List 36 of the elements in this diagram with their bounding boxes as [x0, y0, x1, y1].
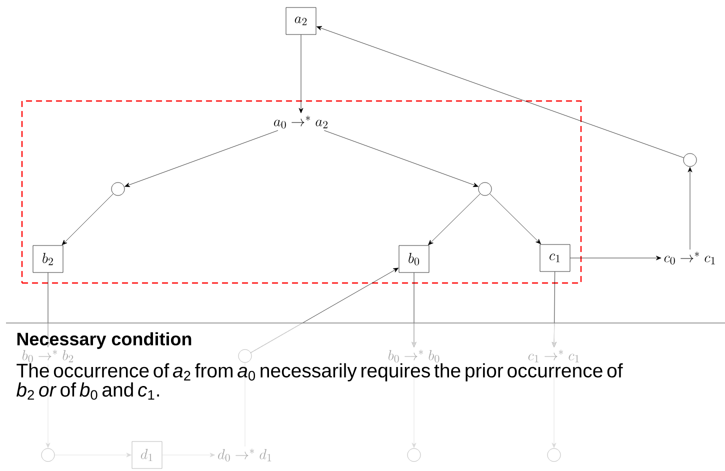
arrow: [428, 194, 480, 246]
arrow: [316, 26, 684, 158]
paragraph: The occurrence of a$_{2}$ from a$_{0}$ necessarily requires the prior occurrence of b$_{2}$ or of b$_{0}$ and c$_{1}$.: [16, 363, 623, 400]
arrow: [412, 364, 416, 448]
variable-box: $c_1$: [540, 244, 570, 272]
junction-circle: [478, 182, 492, 196]
variable-box: $d_1$: [132, 441, 162, 469]
arrow: [54, 452, 132, 458]
formula-label: $a_0 \to^{*} a_2$: [274, 116, 328, 128]
formula-label: $c_1 \to^{*} c_1$: [528, 350, 579, 362]
arrow: [298, 34, 304, 114]
arrow: [324, 130, 478, 187]
junction-circle: [683, 153, 697, 167]
arrow: [490, 194, 541, 244]
variable-box: $a_2$: [286, 7, 316, 35]
arrow: [162, 452, 215, 458]
junction-circle: [111, 182, 125, 196]
junction-circle: [238, 349, 252, 363]
arrow: [688, 167, 692, 250]
formula-label: $b_0 \to^{*} b_0$: [388, 350, 440, 362]
junction-circle: [41, 448, 55, 462]
heading: Necessary condition: [17, 332, 192, 349]
formula-label: $b_0 \to^{*} b_2$: [22, 350, 74, 362]
arrow: [250, 268, 399, 353]
arrow: [570, 256, 662, 260]
junction-circle: [547, 448, 561, 462]
junction-circle: [407, 448, 421, 462]
dashed-frame: [21, 100, 582, 284]
arrow: [46, 364, 50, 448]
arrow: [552, 364, 556, 448]
variable-box: $b_2$: [32, 245, 64, 273]
variable-box: $b_0$: [398, 245, 430, 273]
arrow: [62, 194, 114, 246]
formula-label: $d_0 \to^{*} d_1$: [218, 448, 272, 462]
formula-label: $c_0 \to^{*} c_1$: [664, 252, 715, 264]
arrow: [124, 130, 278, 187]
